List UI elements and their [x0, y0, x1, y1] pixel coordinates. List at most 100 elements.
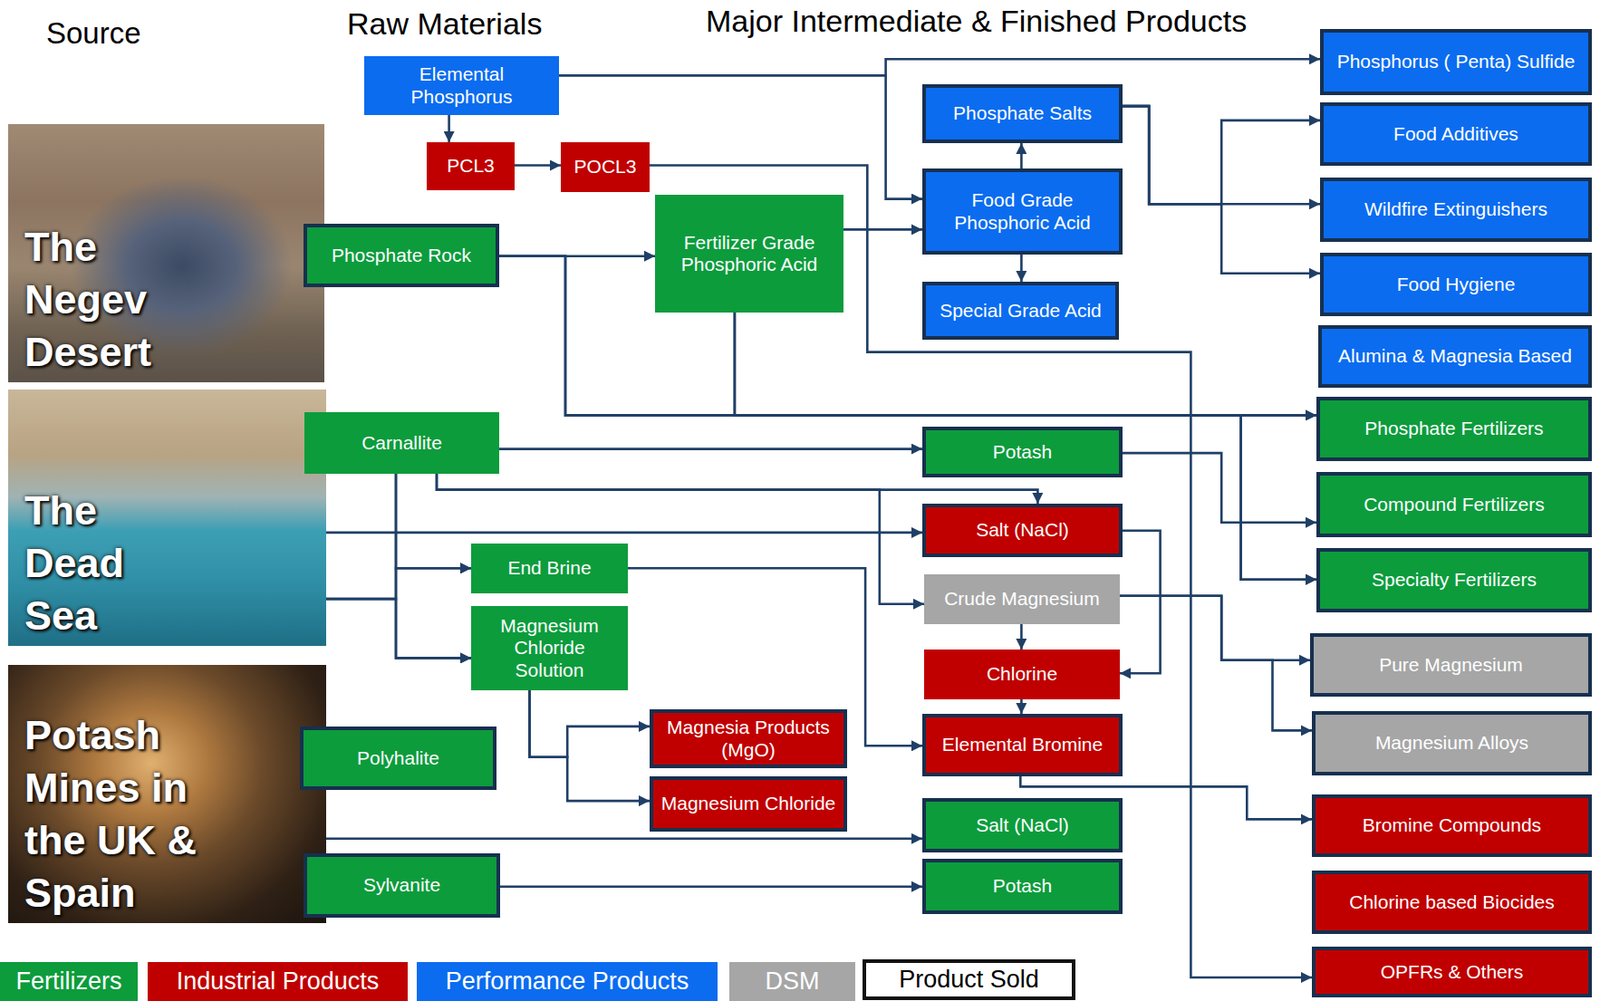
- column-heading: Raw Materials: [346, 7, 542, 41]
- flow-connector: [734, 312, 1317, 580]
- flow-connector: [530, 690, 651, 758]
- flow-connector: [1020, 143, 1023, 169]
- box-label: Specialty Fertilizers: [1371, 568, 1537, 591]
- box-label: Magnesium Chloride Solution: [478, 615, 621, 681]
- process-box: Food Additives: [1320, 102, 1592, 166]
- legend-text: Fertilizers: [15, 967, 122, 996]
- legend-swatch: Industrial Products: [147, 962, 408, 1001]
- process-box: Potash: [922, 426, 1123, 478]
- box-label: Food Hygiene: [1397, 273, 1516, 296]
- process-box: Phosphorus ( Penta) Sulfide: [1320, 28, 1592, 96]
- box-label: Special Grade Acid: [939, 299, 1102, 322]
- source-name: The Negev Desert: [24, 221, 199, 379]
- flow-connector: [1119, 596, 1312, 732]
- flow-connector: [649, 165, 1312, 979]
- flow-connector: [436, 473, 925, 605]
- flow-connector: [1122, 106, 1321, 204]
- box-label: Crude Magnesium: [944, 587, 1100, 610]
- process-box: Magnesium Chloride: [649, 776, 848, 832]
- process-box: Phosphate Fertilizers: [1316, 396, 1592, 462]
- source-name: The Dead Sea: [24, 484, 199, 643]
- box-label: Magnesia Products (MgO): [660, 716, 837, 761]
- flow-connector: [1119, 530, 1161, 675]
- box-label: Salt (NaCl): [975, 519, 1070, 541]
- process-box: Chlorine based Biocides: [1311, 870, 1592, 935]
- flow-connector: [1122, 453, 1317, 523]
- process-box: Salt (NaCl): [922, 798, 1123, 853]
- box-label: Elemental Phosphorus: [371, 63, 552, 107]
- box-label: PCL3: [446, 154, 495, 177]
- legend-text: Product Sold: [898, 965, 1040, 994]
- box-label: Food Grade Phosphoric Acid: [933, 189, 1112, 233]
- process-box: Specialty Fertilizers: [1316, 548, 1592, 613]
- box-label: Salt (NaCl): [975, 814, 1070, 837]
- process-box: Elemental Bromine: [922, 713, 1123, 777]
- process-box: Food Hygiene: [1320, 252, 1592, 317]
- legend-text: Performance Products: [445, 967, 690, 996]
- process-box: End Brine: [471, 543, 628, 594]
- column-heading: Source: [46, 17, 142, 50]
- process-box: Elemental Phosphorus: [364, 56, 560, 116]
- legend-swatch: Product Sold: [862, 959, 1076, 1001]
- box-label: Magnesium Chloride: [661, 792, 837, 815]
- flow-connector: [447, 115, 451, 143]
- flow-connector: [1020, 254, 1023, 282]
- box-label: Fertilizer Grade Phosphoric Acid: [662, 231, 837, 276]
- process-box: Bromine Compounds: [1311, 794, 1592, 858]
- process-box: OPFRs & Others: [1311, 946, 1592, 998]
- flow-connector: [499, 447, 923, 451]
- box-label: Chlorine: [986, 663, 1058, 685]
- flow-connector: [500, 885, 923, 888]
- box-label: Phosphate Rock: [331, 244, 472, 267]
- legend-swatch: Performance Products: [416, 962, 718, 1001]
- source-photo: Potash Mines in the UK & Spain: [8, 665, 327, 924]
- flow-connector: [514, 163, 561, 167]
- flow-connector: [843, 228, 923, 232]
- process-box: Sylvanite: [303, 853, 501, 918]
- process-box: Phosphate Salts: [922, 84, 1123, 144]
- process-box: Food Grade Phosphoric Acid: [922, 168, 1123, 255]
- process-box: Chlorine: [924, 649, 1120, 700]
- flow-connector: [499, 256, 1317, 580]
- box-label: Polyhalite: [356, 747, 440, 770]
- box-label: Sylvanite: [363, 874, 441, 897]
- process-box: Special Grade Acid: [922, 281, 1119, 340]
- process-box: Salt (NaCl): [922, 503, 1123, 558]
- process-box: Compound Fertilizers: [1316, 472, 1592, 538]
- flow-connector: [395, 473, 472, 658]
- box-label: End Brine: [507, 557, 591, 579]
- box-label: Alumina & Magnesia Based: [1338, 345, 1572, 367]
- box-label: Phosphorus ( Penta) Sulfide: [1337, 50, 1576, 73]
- process-box: Potash: [922, 858, 1123, 915]
- process-box: Phosphate Rock: [303, 223, 500, 288]
- box-label: Chlorine based Biocides: [1349, 891, 1554, 914]
- source-photo: The Negev Desert: [8, 124, 325, 383]
- flow-connector: [1119, 596, 1311, 661]
- process-box: Pure Magnesium: [1310, 633, 1592, 697]
- flow-connector: [1020, 624, 1023, 650]
- flow-connector: [1122, 106, 1321, 204]
- box-label: Compound Fertilizers: [1363, 493, 1545, 516]
- process-box: Alumina & Magnesia Based: [1318, 325, 1592, 388]
- box-label: Potash: [992, 441, 1052, 463]
- legend-swatch: DSM: [729, 962, 856, 1001]
- box-label: Food Additives: [1393, 123, 1519, 145]
- process-box: PCL3: [426, 142, 515, 191]
- source-name: Potash Mines in the UK & Spain: [24, 709, 199, 920]
- flow-connector: [559, 58, 1321, 76]
- legend-swatch: Fertilizers: [0, 962, 138, 1001]
- process-box: Fertilizer Grade Phosphoric Acid: [655, 194, 844, 313]
- process-box: Polyhalite: [299, 726, 497, 791]
- process-box: Crude Magnesium: [924, 574, 1120, 625]
- process-box: POCL3: [560, 142, 650, 193]
- column-heading: Major Intermediate & Finished Products: [705, 4, 1247, 39]
- box-label: Carnallite: [361, 432, 443, 454]
- box-label: Phosphate Salts: [953, 102, 1092, 125]
- legend-text: DSM: [765, 967, 820, 996]
- flow-connector: [530, 690, 651, 801]
- box-label: Elemental Bromine: [942, 733, 1103, 756]
- flow-connector: [1020, 699, 1023, 714]
- box-label: Phosphate Fertilizers: [1364, 417, 1543, 440]
- flow-connector: [326, 531, 923, 535]
